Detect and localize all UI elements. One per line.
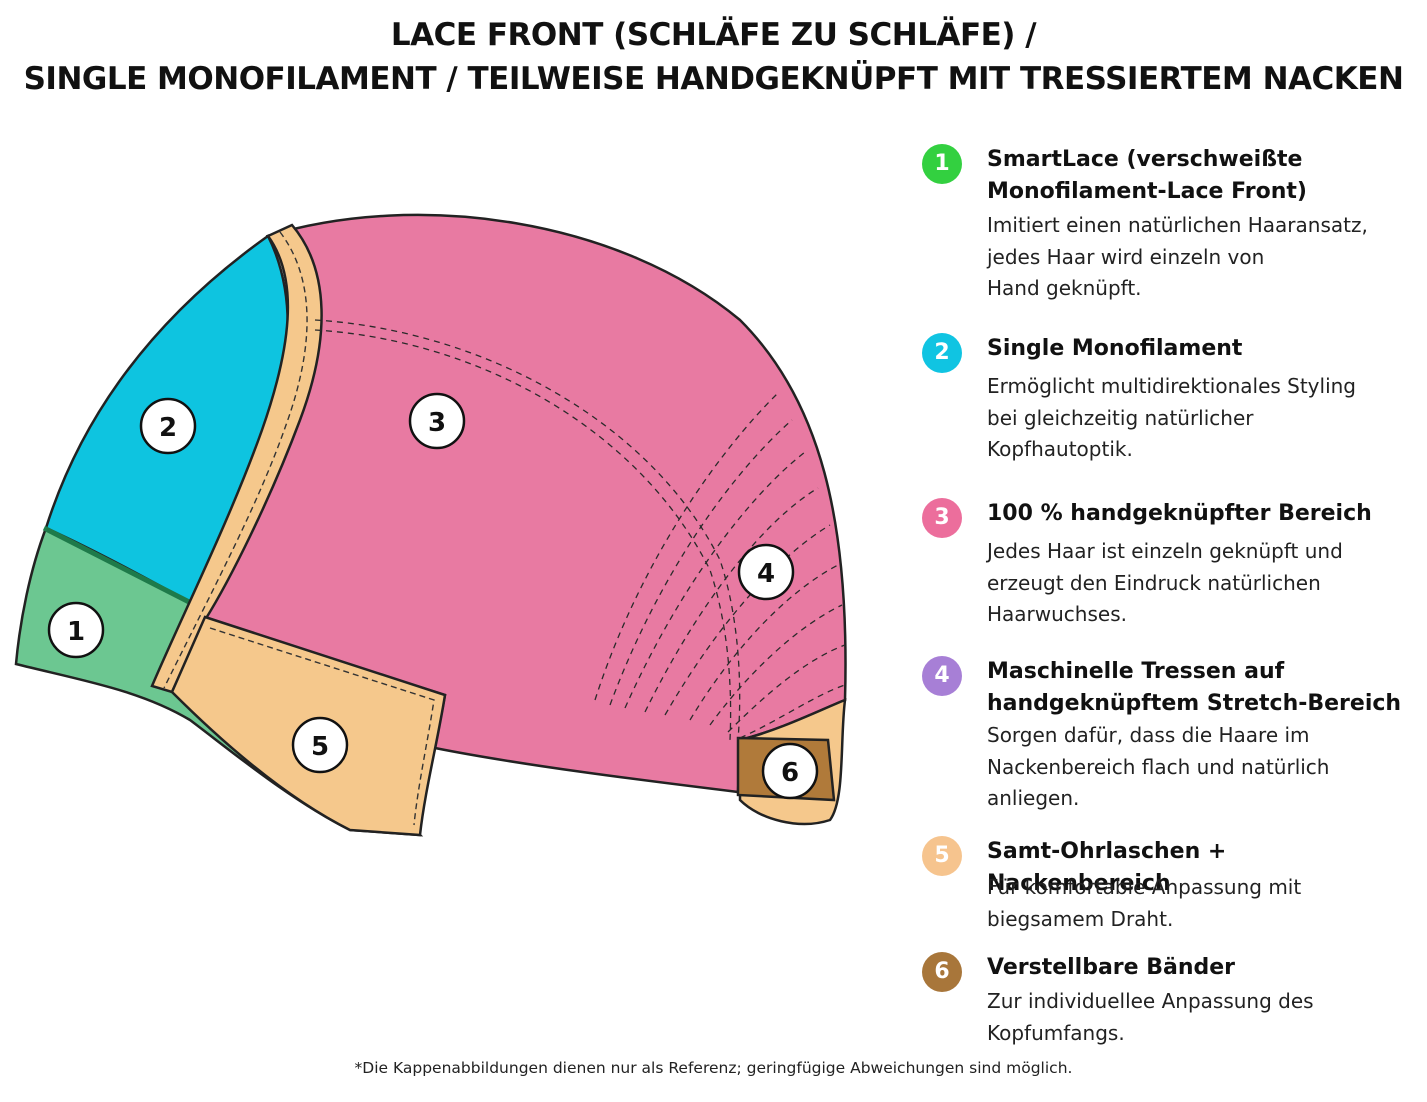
badge-3: 3 — [922, 498, 962, 538]
legend-desc-2: Ermöglicht multidirektionales Styling be… — [987, 374, 1357, 461]
legend-desc-4: Sorgen dafür, dass die Haare im Nackenbe… — [987, 723, 1330, 810]
lace-edge-line — [42, 525, 197, 608]
badge-5: 5 — [922, 836, 962, 876]
legend-desc-3: Jedes Haar ist einzeln geknüpft und erze… — [987, 539, 1343, 626]
page-title-line-1: LACE FRONT (SCHLÄFE ZU SCHLÄFE) / — [390, 17, 1037, 53]
badge-6: 6 — [922, 952, 962, 992]
zone-4-tress-lines — [314, 319, 846, 741]
svg-text:6: 6 — [781, 758, 799, 788]
legend-title-1: SmartLace (verschweißte Monofilament-Lac… — [987, 147, 1307, 204]
svg-text:2: 2 — [159, 413, 177, 443]
velvet-border-strip — [150, 223, 323, 694]
zone-marker-4: 4 — [737, 543, 795, 601]
svg-text:5: 5 — [311, 732, 329, 762]
legend-title-2: Single Monofilament — [987, 336, 1243, 361]
badge-2: 2 — [922, 333, 962, 373]
footnote: *Die Kappenabbildungen dienen nur als Re… — [354, 1059, 1073, 1077]
svg-text:3: 3 — [428, 408, 446, 438]
zone-marker-1: 1 — [47, 601, 105, 659]
badge-4: 4 — [922, 656, 962, 696]
page-title-line-2: SINGLE MONOFILAMENT / TEILWEISE HANDGEKN… — [23, 61, 1404, 97]
zone-marker-3: 3 — [408, 392, 466, 450]
svg-text:1: 1 — [67, 617, 85, 647]
legend-desc-1: Imitiert einen natürlichen Haaransatz, j… — [987, 213, 1368, 300]
zone-marker-5: 5 — [291, 716, 349, 774]
legend-title-6: Verstellbare Bänder — [987, 955, 1236, 980]
legend-desc-6: Zur individuellee Anpassung des Kopfumfa… — [987, 989, 1314, 1045]
legend-title-3: 100 % handgeknüpfter Bereich — [987, 501, 1372, 526]
svg-text:4: 4 — [757, 559, 775, 589]
badge-1: 1 — [922, 144, 962, 184]
legend-desc-5: Für komfortable Anpassung mit biegsamem … — [987, 875, 1302, 931]
zone-marker-2: 2 — [139, 397, 197, 455]
stitch-line-ear-tab — [209, 627, 435, 826]
stitch-line-border — [163, 231, 308, 689]
zone-marker-6: 6 — [761, 742, 819, 800]
legend-title-4: Maschinelle Tressen auf handgeknüpftem S… — [987, 659, 1402, 716]
legend-title-5: Samt-Ohrlaschen + Nackenbereich — [987, 839, 1227, 896]
wig-cap-diagram: 1 2 3 4 5 6 — [14, 213, 847, 837]
